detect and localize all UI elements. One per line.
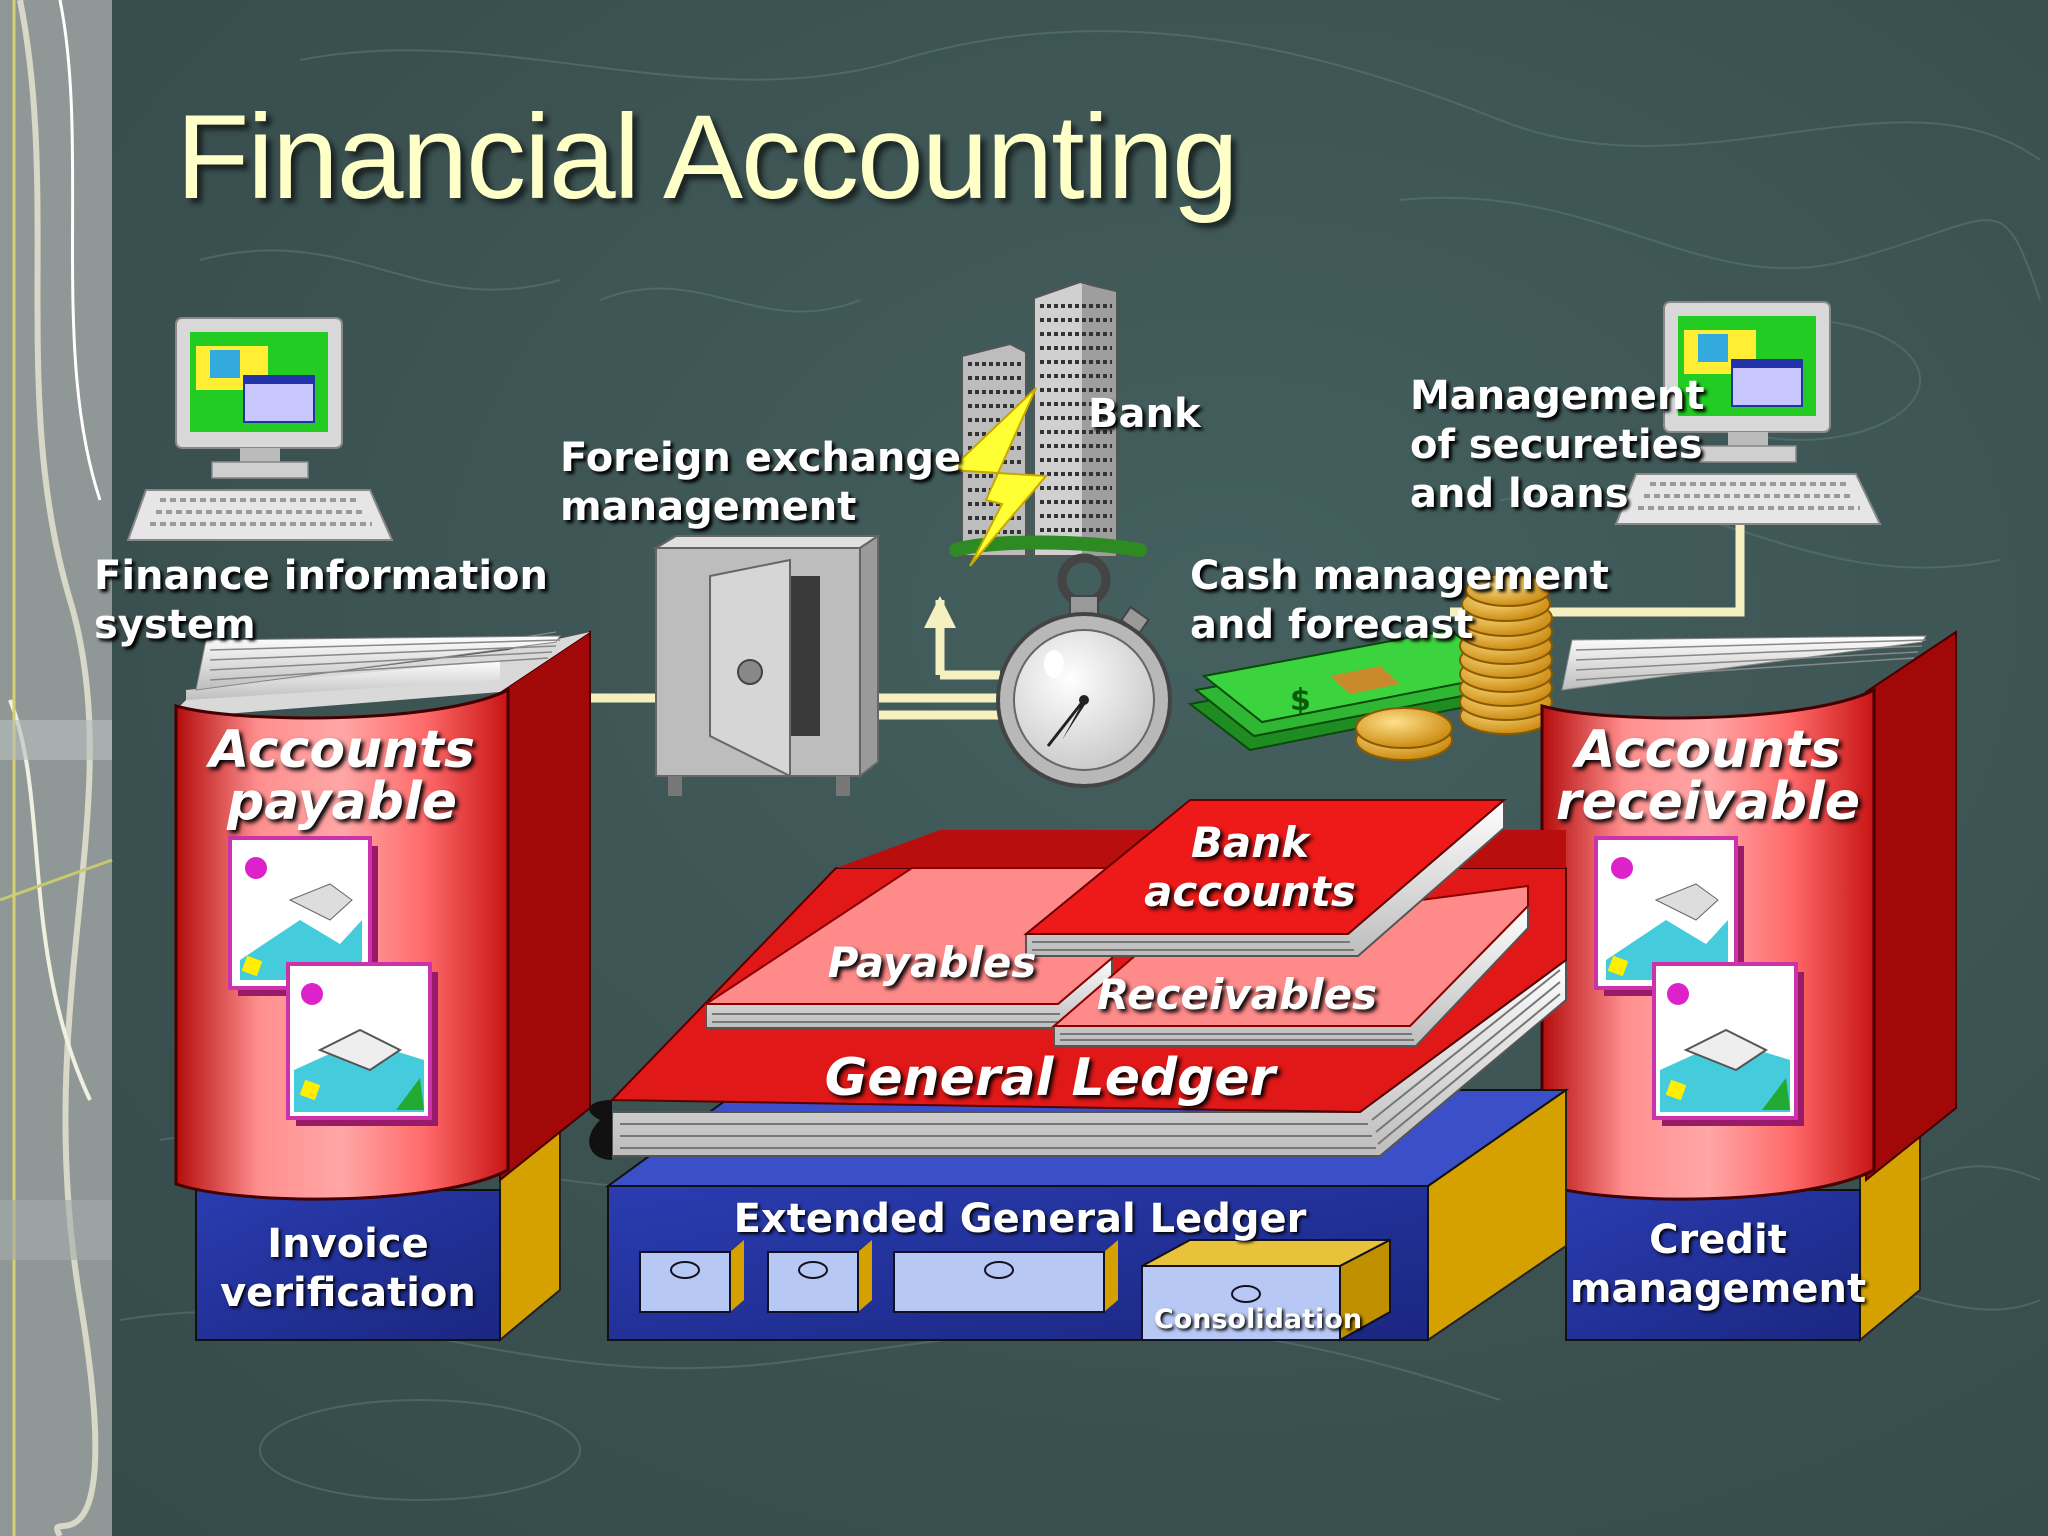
bank-building-icon [949, 280, 1147, 557]
drawer-icon [767, 1240, 872, 1313]
label-line: Finance information [94, 553, 549, 599]
stopwatch-icon [996, 553, 1172, 788]
label-line: of secureties [1410, 422, 1703, 468]
accounts-receivable-title: Accounts receivable [1542, 724, 1874, 828]
consolidation-label: Consolidation [1153, 1304, 1363, 1335]
extended-ledger-label: Extended General Ledger [733, 1196, 1307, 1242]
label-line: Cash management [1190, 553, 1609, 599]
bank-accounts-label: Bank accounts [1120, 818, 1380, 916]
label-line: management [1569, 1266, 1867, 1312]
label-line: management [560, 484, 857, 530]
label-line: and loans [1410, 471, 1629, 517]
finance-information-label: Finance information system [94, 552, 548, 650]
page-title: Financial Accounting [176, 90, 1239, 224]
drawer-icon [893, 1240, 1118, 1313]
handshake-icon [1652, 962, 1804, 1126]
foreign-exchange-label: Foreign exchange management [560, 434, 961, 532]
label-line: Management [1410, 373, 1705, 419]
label-line: payable [226, 772, 457, 832]
label-line: Accounts [209, 720, 475, 780]
invoice-verification-label: Invoice verification [196, 1220, 500, 1318]
label-line: Foreign exchange [560, 435, 962, 481]
lightning-icon [947, 387, 1049, 567]
label-line: Accounts [1575, 720, 1841, 780]
general-ledger-label: General Ledger [824, 1048, 1276, 1108]
arrow-head-icon [924, 596, 956, 628]
label-line: Invoice [267, 1221, 429, 1267]
safe-icon [652, 534, 882, 796]
computer-icon [126, 317, 394, 541]
map-strip [0, 0, 113, 1536]
payables-label: Payables [827, 938, 1037, 987]
bank-accounts-book [1023, 797, 1507, 957]
bank-label: Bank [1088, 391, 1201, 437]
label-line: verification [220, 1270, 476, 1316]
extended-ledger-base [604, 1088, 1570, 1342]
accounts-payable-title: Accounts payable [176, 724, 508, 828]
label-line: and forecast [1190, 602, 1474, 648]
credit-management-label: Credit management [1566, 1216, 1870, 1314]
receivables-label: Receivables [1096, 970, 1378, 1019]
document-icon [1594, 836, 1744, 996]
cash-management-label: Cash management and forecast [1190, 552, 1609, 650]
label-line: Bank [1190, 818, 1310, 867]
label-line: receivable [1555, 772, 1861, 832]
label-line: system [94, 602, 256, 648]
label-line: accounts [1144, 867, 1356, 916]
label-line: Credit [1649, 1217, 1787, 1263]
drawer-icon [639, 1240, 744, 1313]
securities-loans-label: Management of secureties and loans [1410, 372, 1704, 519]
handshake-icon [286, 962, 438, 1126]
computer-icon [1614, 301, 1882, 525]
svg-text:$: $ [1290, 683, 1311, 718]
consolidation-drawer [1141, 1238, 1391, 1342]
